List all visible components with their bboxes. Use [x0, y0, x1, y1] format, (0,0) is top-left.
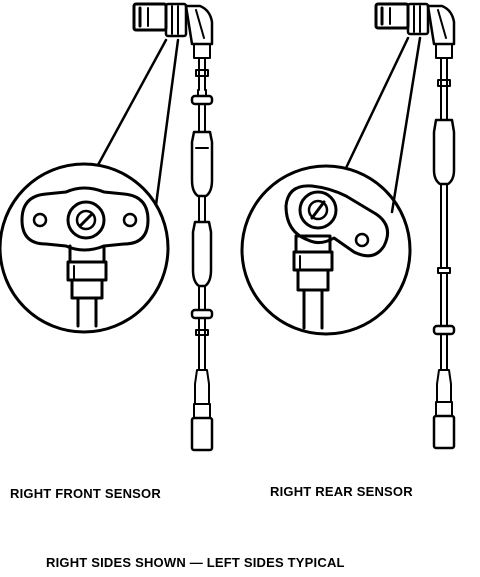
rear-sensor-caption: RIGHT REAR SENSOR: [270, 484, 413, 499]
rear-sensor-assembly: [240, 2, 456, 450]
front-cable: [190, 57, 214, 452]
rear-sensor-detail: [284, 184, 390, 330]
front-sensor-caption: RIGHT FRONT SENSOR: [10, 486, 161, 501]
front-sensor-detail: [20, 186, 150, 328]
rear-cable: [432, 57, 456, 450]
footer-caption: RIGHT SIDES SHOWN — LEFT SIDES TYPICAL: [46, 555, 345, 570]
rear-detail-callout: [240, 36, 422, 336]
front-sensor-assembly: [0, 2, 214, 452]
front-top-connector: [132, 2, 214, 59]
front-detail-callout: [0, 38, 180, 334]
rear-top-connector: [374, 2, 456, 59]
